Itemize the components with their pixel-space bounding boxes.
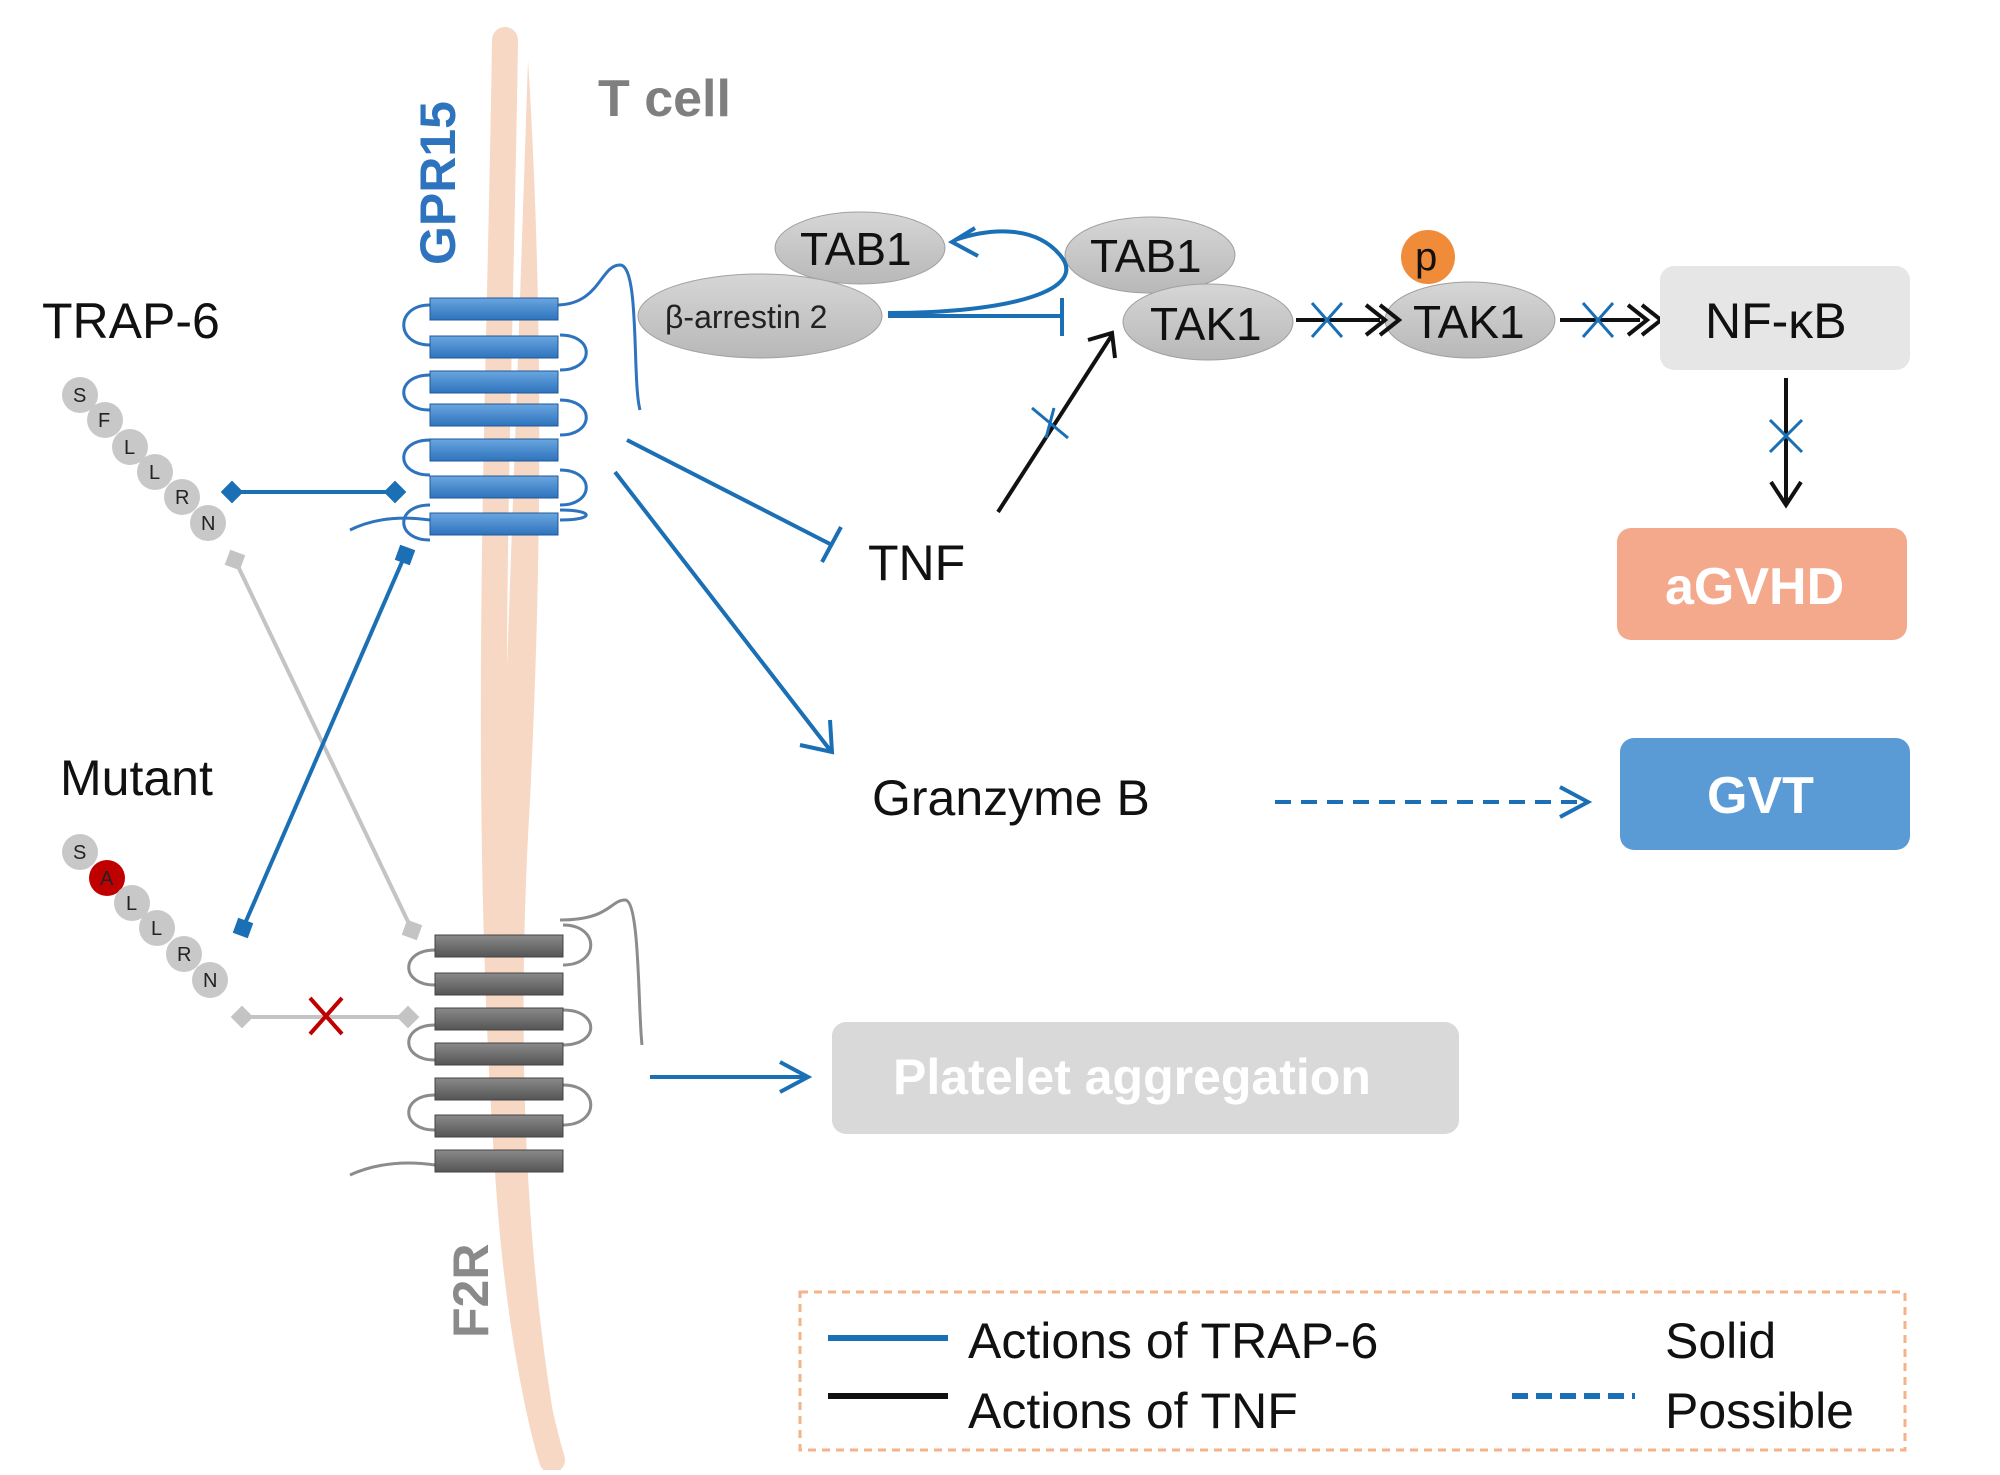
t-cell-label: T cell (598, 70, 731, 128)
svg-text:TAB1: TAB1 (1090, 230, 1202, 282)
tab1-node-b: TAB1 (1064, 216, 1236, 294)
mutant-label: Mutant (60, 750, 213, 806)
svg-text:TAB1: TAB1 (800, 223, 912, 275)
svg-text:TAK1: TAK1 (1413, 296, 1525, 348)
legend: Actions of TRAP-6 Actions of TNF Solid P… (798, 1290, 1907, 1452)
trap6-res-1: S (73, 385, 86, 407)
mutant-res-2: A (100, 868, 114, 890)
legend-possible: Possible (1665, 1383, 1854, 1439)
trap6-res-5: R (175, 487, 189, 509)
legend-trap6: Actions of TRAP-6 (968, 1313, 1378, 1369)
trap6-actions (613, 226, 1593, 1094)
gpr15-receptor (349, 263, 642, 542)
legend-tnf: Actions of TNF (968, 1383, 1298, 1439)
cell-membrane (480, 10, 565, 1473)
tnf-actions (996, 303, 1803, 514)
svg-text:TAK1: TAK1 (1150, 298, 1262, 350)
beta-arrestin-node: β-arrestin 2 (637, 273, 883, 359)
legend-solid: Solid (1665, 1313, 1776, 1369)
binding-lines (220, 480, 423, 1036)
gvt-box: GVT (1620, 738, 1910, 850)
tab1-node-a: TAB1 (774, 211, 946, 285)
svg-text:NF-κB: NF-κB (1705, 293, 1847, 349)
mutant-peptide: S A L L R N (62, 834, 228, 998)
mutant-res-1: S (73, 842, 86, 864)
block-marks (1031, 302, 1804, 454)
trap6-res-4: L (149, 462, 160, 484)
gpr15-label: GPR15 (410, 101, 466, 265)
svg-text:Platelet aggregation: Platelet aggregation (893, 1049, 1371, 1105)
mutant-res-3: L (126, 893, 137, 915)
nfkb-box: NF-κB (1660, 266, 1910, 370)
svg-text:GVT: GVT (1707, 767, 1814, 825)
f2r-receptor (349, 898, 644, 1177)
f2r-label: F2R (443, 1244, 499, 1338)
mutant-res-4: L (151, 918, 162, 940)
tnf-label: TNF (868, 535, 965, 591)
trap6-label: TRAP-6 (42, 293, 220, 349)
trap6-peptide: S F L L R N (62, 377, 226, 541)
platelet-box: Platelet aggregation (832, 1022, 1459, 1134)
svg-text:β-arrestin 2: β-arrestin 2 (665, 299, 827, 335)
tak1-node-b: TAK1 (1384, 281, 1556, 359)
granzyme-label: Granzyme B (872, 770, 1150, 826)
phospho-badge: p (1401, 230, 1455, 284)
mutant-res-6: N (203, 970, 217, 992)
mutant-res-5: R (177, 944, 191, 966)
svg-text:p: p (1415, 235, 1437, 279)
tak1-node-a: TAK1 (1122, 283, 1294, 361)
trap6-res-6: N (201, 513, 215, 535)
trap6-res-2: F (98, 410, 110, 432)
svg-text:aGVHD: aGVHD (1665, 558, 1844, 616)
trap6-res-3: L (124, 437, 135, 459)
agvhd-box: aGVHD (1617, 528, 1907, 640)
